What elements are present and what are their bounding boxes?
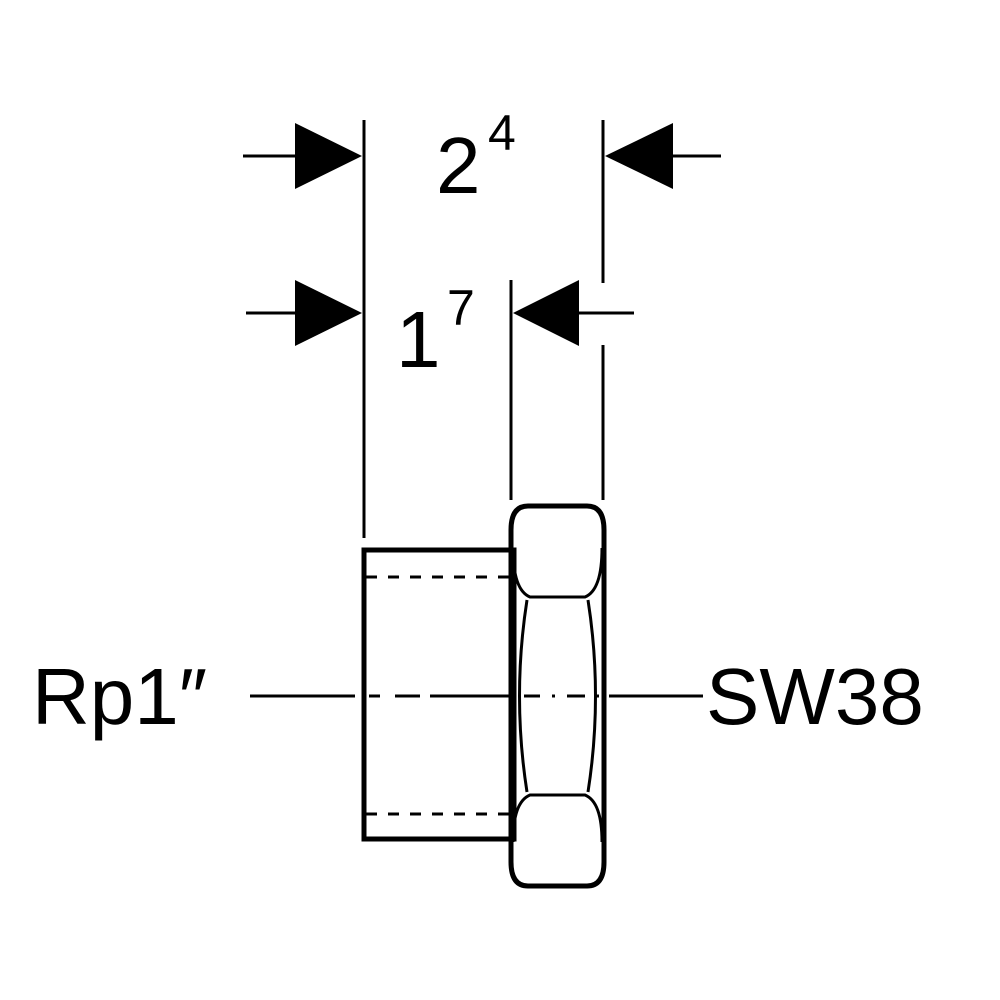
hex-nut-bottom-face: [511, 793, 604, 843]
hex-nut: [508, 503, 607, 889]
wrench-size-label: SW38: [706, 652, 924, 741]
thread-size-label: Rp1″: [32, 652, 207, 741]
arrowhead-left-icon: [605, 123, 673, 189]
hex-nut-left-edge: [518, 599, 529, 793]
arrowhead-right-icon: [295, 123, 362, 189]
hex-nut-top-face: [511, 547, 604, 599]
extension-lines: [362, 120, 605, 538]
arrowhead-right-icon: [295, 280, 362, 346]
dimension-body-superscript: 7: [447, 280, 475, 336]
hex-nut-right-edge: [586, 599, 597, 793]
dimension-overall-value: 2: [436, 121, 481, 210]
arrowhead-left-icon: [513, 280, 579, 346]
hex-nut-outline: [508, 503, 607, 889]
dimension-overall-superscript: 4: [488, 105, 516, 161]
dimension-body-value: 1: [396, 295, 441, 384]
